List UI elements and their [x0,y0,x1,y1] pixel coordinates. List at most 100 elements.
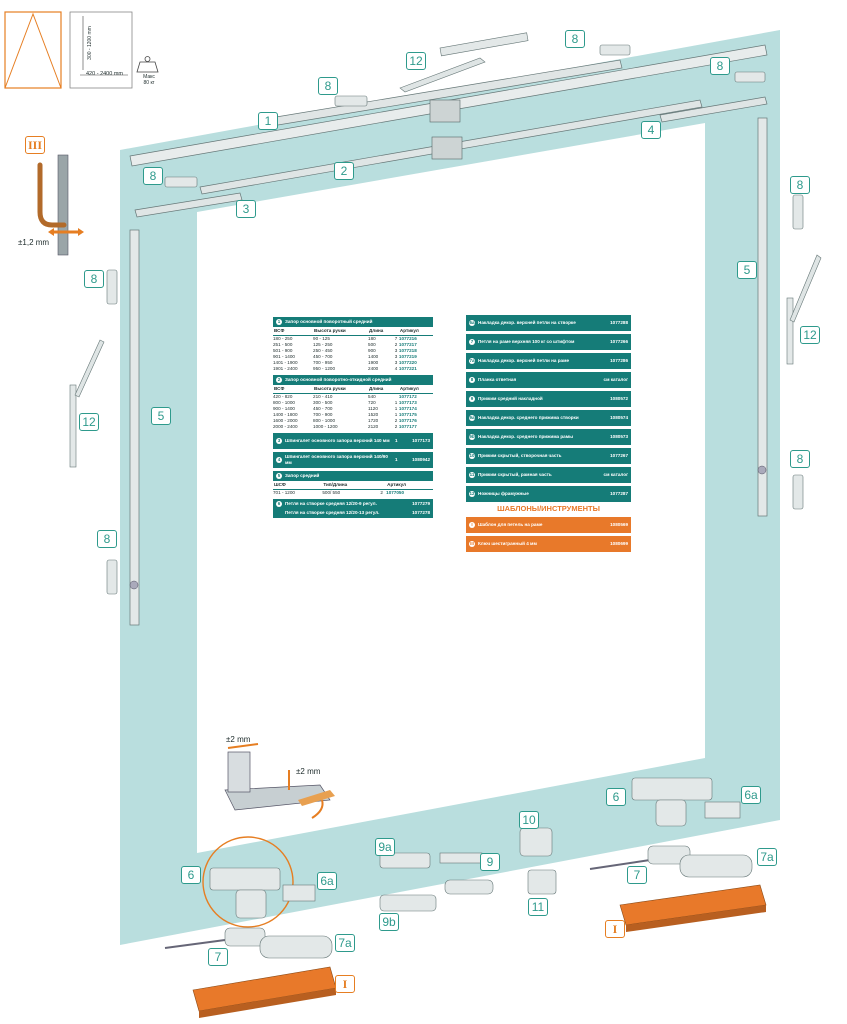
callout-I-left: I [335,975,355,993]
col-header [394,385,399,394]
lever-adjust-label: ±1,2 mm [18,238,50,247]
hinge-adjust-horizontal: ±2 mm [226,735,251,744]
hinge-highlight-circle [202,836,294,928]
section-title: Петля на створке средняя 12/20-9 регул. [285,501,377,506]
section-number: 1 [276,319,282,325]
callout-10: 10 [519,811,539,829]
callout-8-h: 8 [790,450,810,468]
callout-8-f: 8 [97,530,117,548]
hinge-detail [224,743,335,819]
callout-9a: 9a [375,838,395,856]
col-header: ШСФ [273,481,323,490]
col-header: Артикул [398,327,433,336]
max-load-label: Макс 80 кг [143,74,155,86]
col-header: Длина [368,327,395,336]
quantity: 1 [395,438,398,443]
width-dimension-label: 420 - 2400 mm [86,71,123,77]
col-header: Длина [368,385,395,394]
article-number: 1077279 [412,501,430,506]
article-number: 1080942 [412,457,430,462]
callout-8-c: 8 [710,57,730,75]
article-number: 1077278 [412,510,430,515]
callout-11: 11 [528,898,548,916]
callout-7-right: 7 [627,866,647,884]
section-title: Запор основной поворотный средний [285,319,373,324]
callout-6-right: 6 [606,788,626,806]
corner-drive-4 [659,96,768,123]
callout-5-right: 5 [737,261,757,279]
callout-3: 3 [236,200,256,218]
stay-arm-top [399,32,529,93]
dimension-icon [69,11,133,89]
callout-7a-left: 7a [335,934,355,952]
template-tool-right [619,884,767,932]
col-header: ВСФ [273,327,314,336]
section-title: Шпингалет основного запора верхний 140/9… [285,454,388,465]
callout-9: 9 [480,853,500,871]
col-header [394,327,399,336]
callout-12-left: 12 [79,413,99,431]
callout-1: 1 [258,112,278,130]
callout-12-right: 12 [800,326,820,344]
keeper-parts [106,44,804,595]
frame-shape [120,30,780,945]
article-number: 1077173 [412,438,430,443]
callout-7-left: 7 [208,948,228,966]
section-6: 6 Петля на створке средняя 12/20-9 регул… [273,499,433,518]
callout-2: 2 [334,162,354,180]
tools-heading: ШАБЛОНЫ/ИНСТРУМЕНТЫ [497,504,600,513]
section-number: 6 [276,501,282,507]
section-title: Петля на створке средняя 12/20-13 регул. [285,510,380,515]
section-number: 2 [276,377,282,383]
callout-I-right: I [605,920,625,938]
pressure-parts [379,827,557,912]
section-title: Запор основной поворотно-откидной средни… [285,377,392,382]
section-title: Шпингалет основного запора верхний 140 м… [285,438,390,443]
callout-9b: 9b [379,913,399,931]
col-header: Высота ручки [313,385,369,394]
callout-6a-left: 6a [317,872,337,890]
callout-7a-right: 7a [757,848,777,866]
quantity: 1 [395,457,398,462]
col-header: Артикул [386,481,433,490]
section-4: 4 Шпингалет основного запора верхний 140… [273,452,433,468]
callout-8-a: 8 [318,77,338,95]
left-vertical-bar [129,229,140,626]
callout-8-b: 8 [565,30,585,48]
callout-III: III [25,136,46,154]
height-dimension-label: 300 - 1200 mm [87,26,93,60]
hinge-parts-left [164,867,333,959]
section-number: 3 [276,438,282,444]
stay-arm-left [69,339,105,468]
col-header: ВСФ [273,385,314,394]
col-header: Артикул [398,385,433,394]
section-3: 3 Шпингалет основного запора верхний 140… [273,433,433,449]
col-header: Высота ручки [313,327,369,336]
